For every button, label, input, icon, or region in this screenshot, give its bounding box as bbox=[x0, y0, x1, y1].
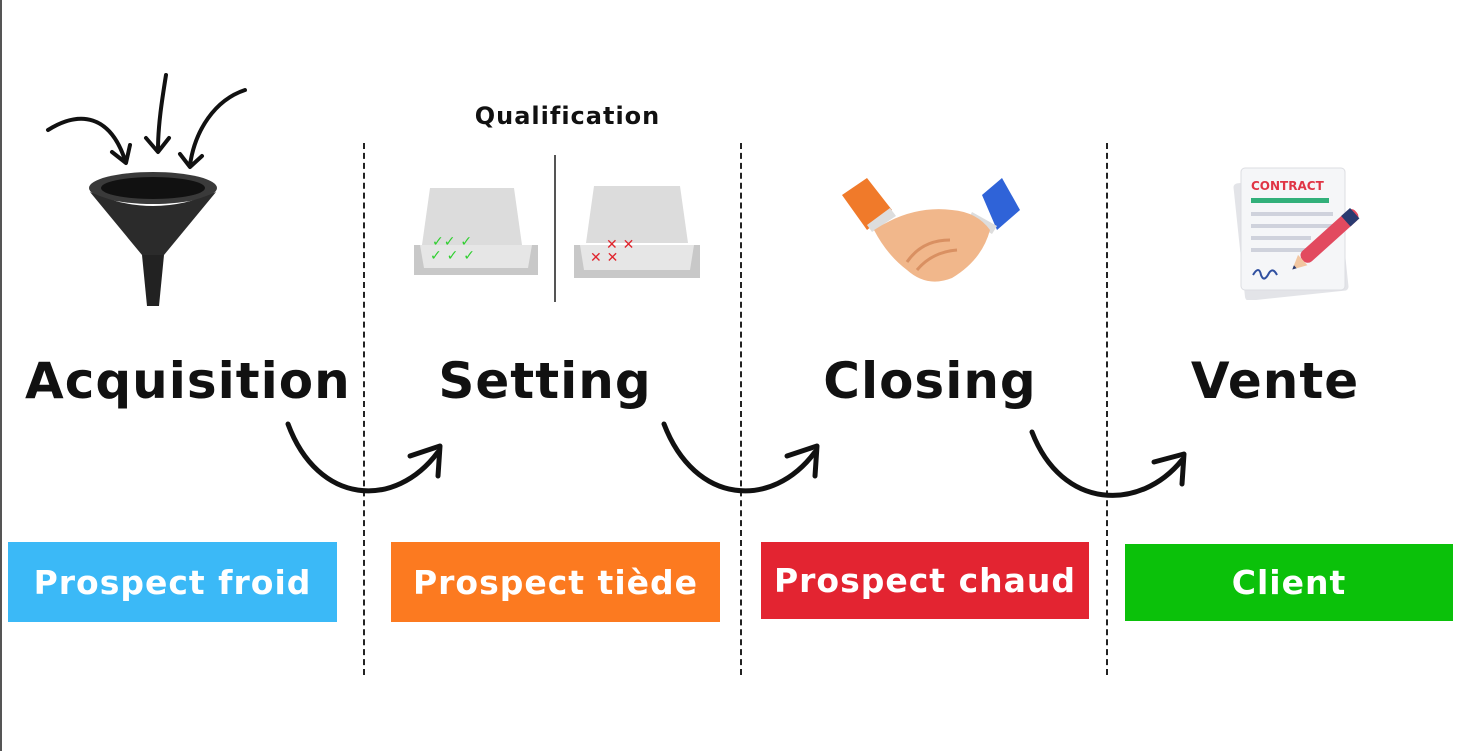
stage-divider bbox=[1106, 143, 1108, 675]
stage-title-vente: Vente bbox=[1190, 352, 1360, 410]
badge-prospect-tiede: Prospect tiède bbox=[391, 542, 720, 622]
arrow-setting-to-closing bbox=[661, 421, 818, 494]
arrow-closing-to-vente bbox=[1029, 429, 1185, 498]
svg-text:✕ ✕: ✕ ✕ bbox=[590, 250, 618, 266]
badge-prospect-froid: Prospect froid bbox=[8, 542, 337, 622]
qualification-trays-icon: ✓✓ ✓ ✓ ✓ ✓ ✕ ✕ ✕ ✕ bbox=[414, 155, 700, 302]
qualification-label: Qualification bbox=[474, 102, 661, 130]
stage-divider bbox=[740, 143, 742, 675]
svg-text:✕ ✕: ✕ ✕ bbox=[606, 237, 634, 253]
svg-text:✓ ✓ ✓: ✓ ✓ ✓ bbox=[430, 248, 475, 264]
contract-icon: CONTRACT bbox=[1233, 167, 1360, 300]
left-edge-line bbox=[0, 0, 2, 751]
stage-title-setting: Setting bbox=[438, 352, 652, 410]
funnel-icon bbox=[46, 73, 247, 306]
stage-divider bbox=[363, 143, 365, 675]
stage-title-closing: Closing bbox=[823, 352, 1037, 410]
stage-title-acquisition: Acquisition bbox=[25, 352, 351, 410]
arrow-acquisition-to-setting bbox=[285, 421, 441, 494]
handshake-icon bbox=[842, 178, 1020, 282]
badge-prospect-chaud: Prospect chaud bbox=[761, 542, 1089, 619]
svg-text:✓✓ ✓: ✓✓ ✓ bbox=[432, 234, 472, 250]
contract-label: CONTRACT bbox=[1251, 179, 1325, 193]
badge-client: Client bbox=[1125, 544, 1453, 621]
